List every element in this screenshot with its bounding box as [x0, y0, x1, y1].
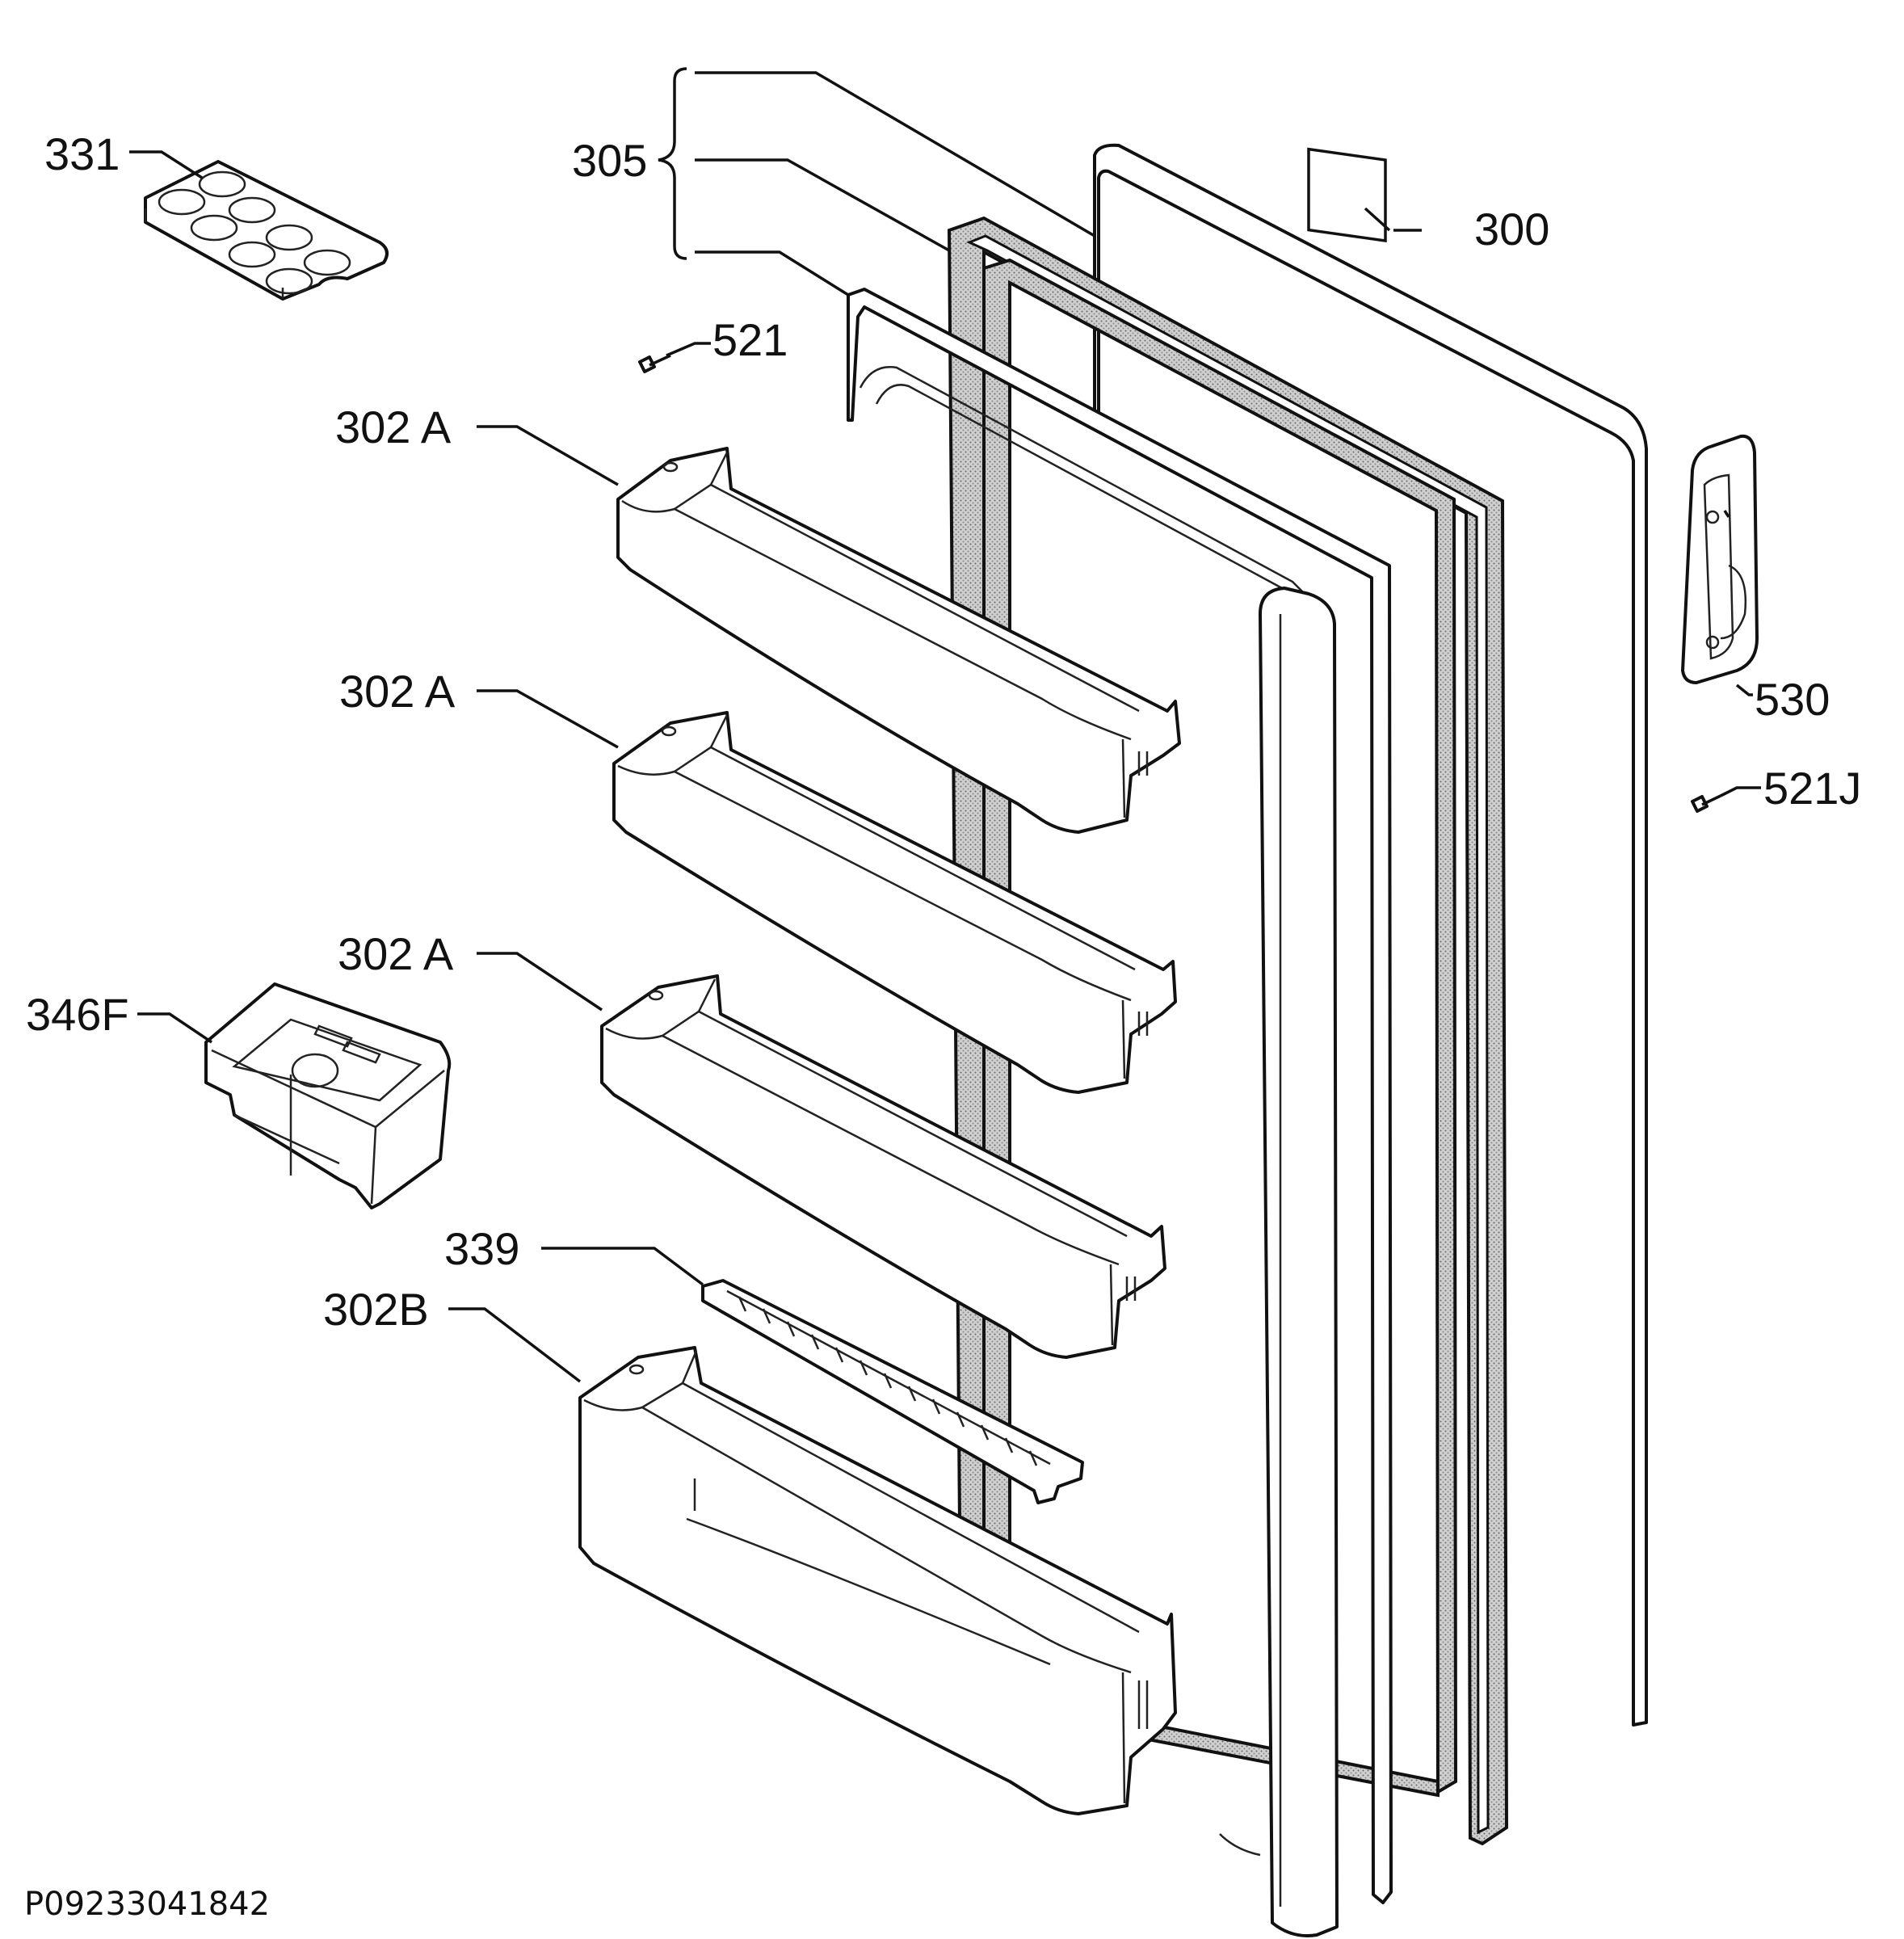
door-outer-panel — [1093, 143, 1648, 1727]
label-530: 530 — [1755, 674, 1830, 725]
label-331: 331 — [44, 128, 120, 179]
label-302b: 302B — [323, 1284, 429, 1335]
label-305: 305 — [572, 135, 647, 186]
bottle-shelf-302b — [578, 1346, 1177, 1815]
door-shelf-302a-1 — [616, 447, 1181, 834]
drawing-code: P09233041842 — [24, 1886, 270, 1923]
rating-plate — [1307, 147, 1387, 243]
leader-lines — [129, 67, 1761, 1383]
label-339: 339 — [444, 1223, 519, 1274]
door-handle-530 — [1681, 434, 1759, 684]
label-302a-1: 302 A — [335, 402, 452, 452]
label-302a-2: 302 A — [339, 666, 456, 717]
screw-521 — [638, 354, 671, 373]
label-521j: 521J — [1763, 763, 1861, 814]
egg-tray-331 — [144, 160, 389, 301]
screw-521j — [1691, 794, 1721, 813]
dairy-box-346f — [204, 982, 452, 1209]
label-521: 521 — [712, 314, 788, 365]
door-inner-liner — [847, 288, 1393, 1937]
bottle-retainer-339 — [701, 1279, 1084, 1504]
label-302a-3: 302 A — [338, 928, 454, 979]
part-labels: 331 305 300 521 302 A 302 A 302 A 530 52… — [24, 128, 1861, 1923]
door-shelf-302a-2 — [612, 711, 1177, 1094]
door-shelf-302a-3 — [600, 974, 1166, 1359]
label-346f: 346F — [26, 989, 129, 1040]
label-300: 300 — [1474, 204, 1549, 254]
